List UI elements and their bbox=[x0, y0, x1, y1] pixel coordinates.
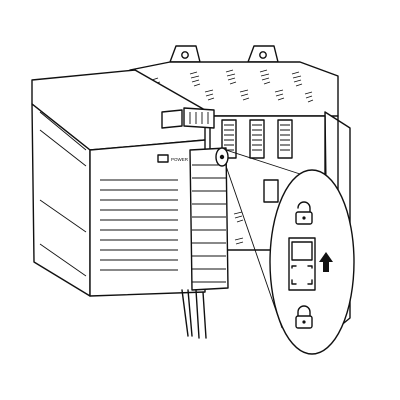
power-supply-module: POWER bbox=[31, 69, 215, 297]
locked-padlock-icon bbox=[295, 305, 313, 329]
lock-selector-switch bbox=[288, 237, 316, 291]
up-arrow-icon bbox=[319, 252, 333, 272]
backplane-connectors bbox=[221, 119, 293, 245]
power-label: POWER bbox=[171, 157, 189, 162]
callout-lines bbox=[225, 149, 301, 329]
power-cables bbox=[181, 289, 207, 339]
unlocked-padlock-icon bbox=[295, 201, 313, 225]
power-indicator bbox=[157, 154, 169, 163]
magnified-view bbox=[269, 169, 355, 355]
wiring-cover bbox=[189, 147, 229, 291]
